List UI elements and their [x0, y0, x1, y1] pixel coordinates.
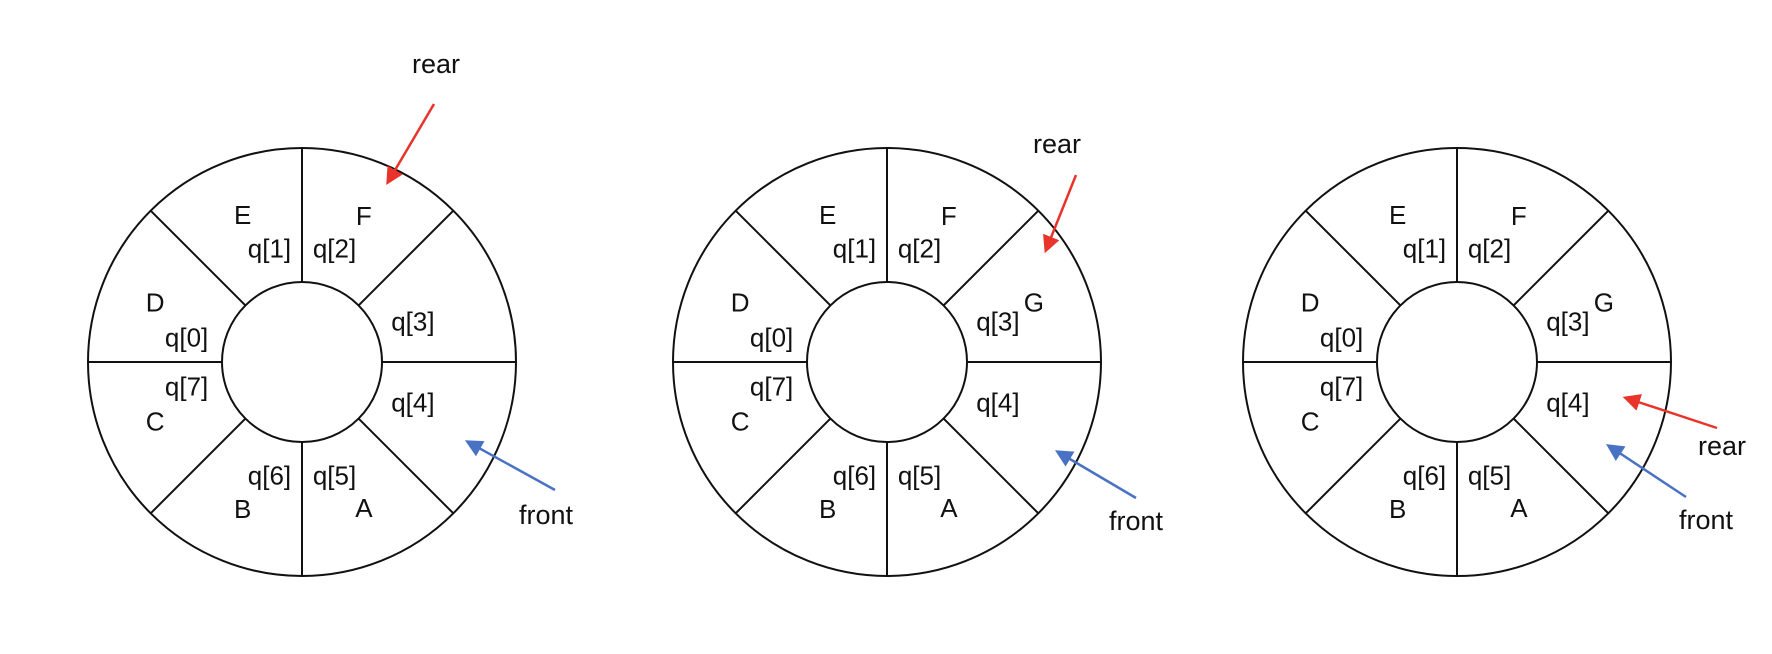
cell-index-label: q[0]	[1320, 322, 1363, 352]
circular-queue-diagram: D E F G A B Cq[0] q[1] q[2] q[3] q[4] q[5] q[6] q[7] r…	[672, 129, 1164, 577]
cell-value: A	[1510, 493, 1528, 523]
cell-index-label: q[1]	[833, 234, 876, 264]
cell-index-label: q[0]	[750, 322, 793, 352]
cell-value: A	[940, 493, 958, 523]
cell-value: G	[1594, 288, 1614, 318]
front-pointer-arrow	[1606, 444, 1687, 499]
cell-index-label: q[5]	[1468, 460, 1511, 490]
cell-value: B	[819, 494, 836, 524]
cell-index-label: q[4]	[976, 387, 1019, 417]
rear-pointer-label: rear	[412, 49, 460, 79]
front-pointer-label: front	[1109, 506, 1164, 536]
cell-index-label: q[7]	[165, 372, 208, 402]
inner-ring	[1376, 281, 1538, 443]
cell-value: C	[146, 406, 165, 436]
cell-divider	[734, 209, 832, 307]
cell-index-label: q[6]	[1403, 460, 1446, 490]
cell-index-label: q[4]	[1546, 387, 1589, 417]
rear-pointer-arrow	[386, 103, 436, 186]
cell-value: B	[1389, 494, 1406, 524]
cell-index-label: q[7]	[1320, 372, 1363, 402]
rear-pointer-arrow	[1043, 174, 1078, 254]
cell-value: A	[355, 493, 373, 523]
cell-value: D	[146, 288, 165, 318]
cell-divider	[357, 417, 455, 515]
cell-value: F	[356, 201, 372, 231]
cell-index-label: q[3]	[1546, 307, 1589, 337]
cell-index-label: q[7]	[750, 372, 793, 402]
front-pointer-arrow	[1054, 450, 1137, 500]
cell-index-label: q[2]	[898, 234, 941, 264]
cell-index-label: q[5]	[313, 460, 356, 490]
rear-pointer-label: rear	[1698, 431, 1746, 461]
cell-divider	[357, 209, 455, 307]
cell-divider	[149, 209, 247, 307]
cell-value: E	[234, 200, 251, 230]
cell-divider	[1304, 209, 1402, 307]
cell-divider	[734, 417, 832, 515]
cell-value: C	[731, 406, 750, 436]
cell-divider	[942, 209, 1040, 307]
cell-index-label: q[6]	[248, 460, 291, 490]
cell-value: E	[819, 200, 836, 230]
cell-index-label: q[0]	[165, 322, 208, 352]
front-pointer-label: front	[1679, 505, 1734, 535]
rear-pointer-arrow	[1622, 394, 1718, 430]
cell-value: D	[1301, 288, 1320, 318]
cell-index-label: q[3]	[391, 307, 434, 337]
cell-index-label: q[2]	[313, 234, 356, 264]
circular-queue-diagram: D E F A B Cq[0] q[1] q[2] q[3] q[4] q[5] q[6] q[7] re…	[87, 49, 574, 577]
cell-value: F	[941, 201, 957, 231]
circular-queue-diagram: D E F G A B Cq[0] q[1] q[2] q[3] q[4] q[5] q[6] q[7] r…	[1242, 147, 1746, 577]
cell-value: E	[1389, 200, 1406, 230]
cell-value: G	[1024, 288, 1044, 318]
inner-ring	[221, 281, 383, 443]
cell-index-label: q[1]	[1403, 234, 1446, 264]
front-pointer-arrow	[464, 440, 556, 492]
cell-divider	[1512, 417, 1610, 515]
rear-pointer-label: rear	[1033, 129, 1081, 159]
inner-ring	[806, 281, 968, 443]
cell-divider	[942, 417, 1040, 515]
cell-index-label: q[4]	[391, 387, 434, 417]
cell-value: C	[1301, 406, 1320, 436]
cell-divider	[1512, 209, 1610, 307]
front-pointer-label: front	[519, 500, 574, 530]
cell-divider	[1304, 417, 1402, 515]
cell-value: D	[731, 288, 750, 318]
cell-index-label: q[2]	[1468, 234, 1511, 264]
cell-index-label: q[6]	[833, 460, 876, 490]
cell-index-label: q[5]	[898, 460, 941, 490]
cell-divider	[149, 417, 247, 515]
cell-value: F	[1511, 201, 1527, 231]
cell-index-label: q[1]	[248, 234, 291, 264]
cell-value: B	[234, 494, 251, 524]
cell-index-label: q[3]	[976, 307, 1019, 337]
